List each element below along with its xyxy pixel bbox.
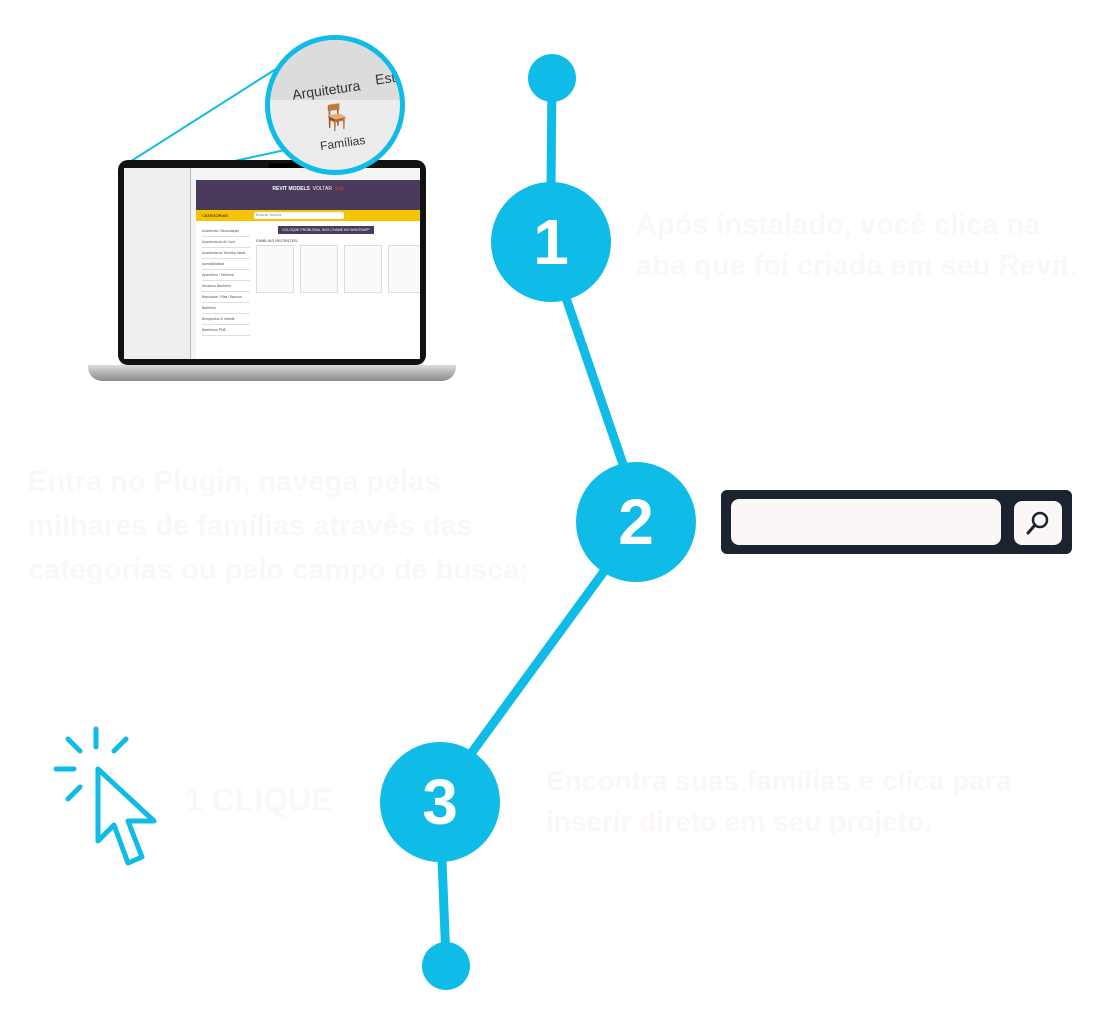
- step-1-badge: 1: [491, 182, 611, 302]
- section-title: FAMÍLIAS RECENTES:: [256, 238, 299, 243]
- camera-notch: [268, 163, 298, 169]
- step-3-badge: 3: [380, 742, 500, 862]
- tab-estrutura[interactable]: Estr: [374, 68, 401, 88]
- step-2-text: Entra no Plugin, navega pelas milhares d…: [28, 466, 530, 586]
- category-item[interactable]: Acessibilidade: [202, 259, 250, 270]
- one-click-label: 1 CLIQUE: [185, 782, 333, 818]
- nav-exit[interactable]: Sair: [334, 186, 344, 192]
- laptop-mockup: REVIT MODELS VOLTAR Sair CATEGORIAS Busc…: [88, 155, 456, 383]
- category-item[interactable]: Brinquedos & Infantil: [202, 314, 250, 325]
- chair-icon: 🪑: [320, 102, 353, 132]
- timeline-segment-1-2: [560, 290, 630, 475]
- plugin-search-input[interactable]: Buscar família: [254, 212, 344, 219]
- category-item[interactable]: Aparelhos / Telefone: [202, 270, 250, 281]
- cursor-click-icon: [53, 726, 157, 866]
- plugin-toolbar: CATEGORIAS Buscar família: [196, 210, 420, 221]
- category-item[interactable]: Armários Banheiro: [202, 281, 250, 292]
- banner: COLOQUE PROBLEMA, NOS CHAME NO WHATSAPP: [278, 226, 374, 234]
- search-icon: [1026, 511, 1049, 535]
- nav-back[interactable]: VOLTAR: [312, 186, 332, 192]
- laptop-screen: REVIT MODELS VOLTAR Sair CATEGORIAS Busc…: [118, 160, 426, 365]
- timeline-segment-2-3: [465, 565, 610, 760]
- product-card[interactable]: [300, 245, 338, 293]
- ribbon-tabs: [270, 40, 400, 100]
- revit-properties-panel: [124, 168, 191, 359]
- step-2-badge: 2: [576, 462, 696, 582]
- timeline-dot-top: [528, 54, 576, 102]
- product-grid: [256, 245, 420, 293]
- search-input[interactable]: [731, 499, 1001, 545]
- revit-window: REVIT MODELS VOLTAR Sair CATEGORIAS Busc…: [124, 168, 420, 359]
- plugin-header: REVIT MODELS VOLTAR Sair: [196, 180, 420, 210]
- search-bar-illustration: [721, 490, 1072, 554]
- product-card[interactable]: [344, 245, 382, 293]
- category-item[interactable]: Banheiro: [202, 303, 250, 314]
- plugin-webview: REVIT MODELS VOLTAR Sair CATEGORIAS Busc…: [196, 180, 420, 359]
- timeline-dot-bottom: [422, 942, 470, 990]
- search-button[interactable]: [1014, 501, 1062, 545]
- brand-logo: REVIT MODELS: [272, 186, 310, 192]
- category-item[interactable]: Banheiros PNE: [202, 325, 250, 336]
- step-3-text: Encontra suas famílias e clica para inse…: [546, 765, 1012, 837]
- familias-button[interactable]: Famílias: [319, 132, 367, 154]
- categories-button[interactable]: CATEGORIAS: [202, 213, 228, 218]
- laptop-base: [88, 365, 456, 381]
- category-item[interactable]: Bancadas / Pias / Bancos: [202, 292, 250, 303]
- category-item[interactable]: Academia da Terceira Idade: [202, 248, 250, 259]
- category-item[interactable]: Academia / Musculação: [202, 226, 250, 237]
- zoom-callout: Arquitetura Estr 🪑 Famílias: [265, 35, 405, 175]
- product-card[interactable]: [388, 245, 420, 293]
- product-card[interactable]: [256, 245, 294, 293]
- category-item[interactable]: Academia ao Ar Livre: [202, 237, 250, 248]
- category-list: Academia / Musculação Academia ao Ar Liv…: [202, 226, 250, 336]
- callout-line-top: [124, 59, 291, 166]
- step-1-text: Após instalado, você clica na aba que fo…: [636, 209, 1078, 282]
